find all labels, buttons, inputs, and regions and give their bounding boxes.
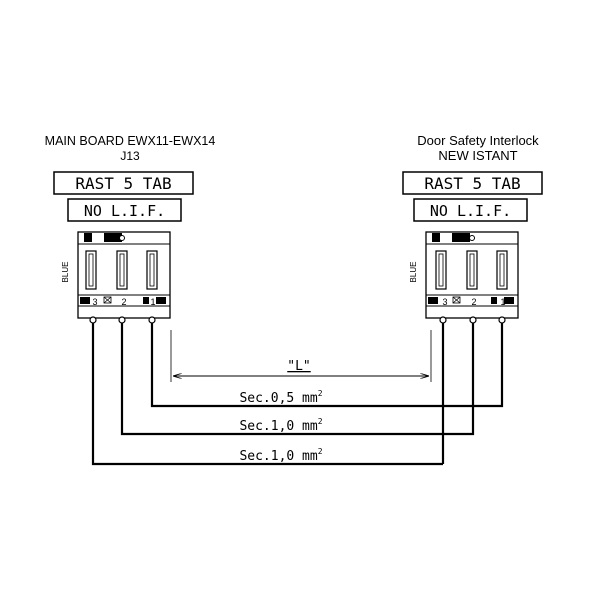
left-terminal-2 [118,316,126,324]
right-terminal-2 [469,316,477,324]
wires: Sec.0,5 mm2 Sec.1,0 mm2 Sec.1,0 mm2 [91,323,504,466]
right-terminal-1 [498,316,506,324]
left-pin-label-3: 3 [92,297,97,307]
left-connector-title: MAIN BOARD EWX11-EWX14 [45,134,216,148]
right-type-label: RAST 5 TAB [424,174,520,193]
left-pin-label-1: 1 [150,297,155,307]
right-color-label: BLUE [409,262,418,283]
left-terminal-3 [89,316,97,324]
left-terminal-1 [148,316,156,324]
wire-pin3 [91,323,443,466]
right-lif-box [413,198,528,222]
right-pin-label-1: 1 [500,297,505,307]
left-connector-group: MAIN BOARD EWX11-EWX14 J13 RAST 5 TAB NO… [45,134,216,324]
wire-pin2 [120,323,475,436]
left-lif-box [67,198,182,222]
right-connector-group: Door Safety Interlock NEW ISTANT RAST 5 … [402,133,543,324]
left-connector-subtitle: J13 [120,149,140,163]
right-latch-mark [452,233,470,242]
right-terminal-3 [439,316,447,324]
wire-label-3: Sec.1,0 mm2 [239,447,322,464]
wire-label-2: Sec.1,0 mm2 [239,417,322,434]
right-connector-subtitle: NEW ISTANT [438,148,517,163]
right-connector-title: Door Safety Interlock [417,133,539,148]
right-type-box [402,171,543,195]
right-pin-label-3: 3 [442,297,447,307]
right-latch-mark [432,233,440,242]
left-type-box [53,171,194,195]
wire-pin1 [150,323,504,408]
left-pin-label-2: 2 [121,297,126,307]
length-label: "L" [287,359,310,374]
length-dimension: "L" [170,330,432,382]
wire-label-1: Sec.0,5 mm2 [239,389,322,406]
left-lif-label: NO L.I.F. [84,202,165,220]
right-pin-label-2: 2 [471,297,476,307]
right-lif-label: NO L.I.F. [430,202,511,220]
left-latch-mark [104,233,122,242]
left-color-label: BLUE [61,262,70,283]
left-type-label: RAST 5 TAB [75,174,171,193]
left-latch-mark [84,233,92,242]
